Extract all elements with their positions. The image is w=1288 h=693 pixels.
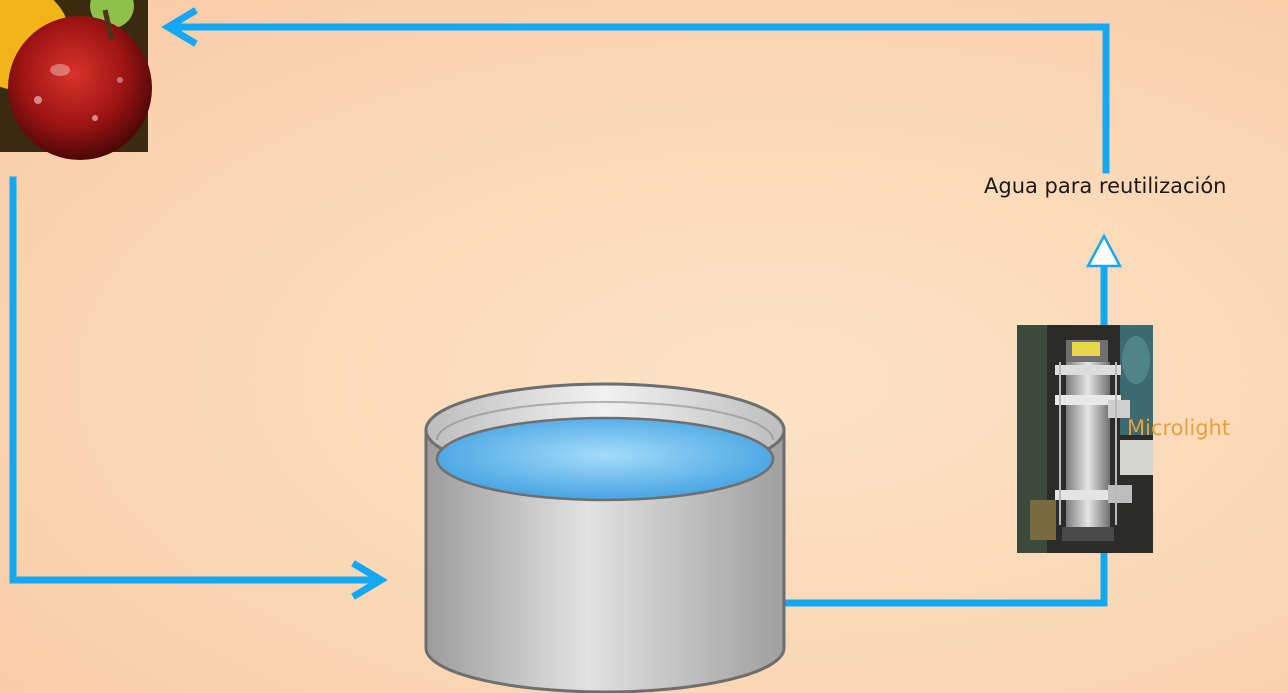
return-line <box>171 23 1110 174</box>
tank-inlet-arrowhead <box>351 560 388 600</box>
fruit-to-tank-line <box>9 176 379 584</box>
water-tank-icon <box>424 382 786 693</box>
tank-outlet-line <box>779 548 1108 607</box>
reuse-water-label: Agua para reutilización <box>984 174 1227 198</box>
fruit-photo-icon <box>0 0 152 160</box>
uv-reactor-photo-icon <box>1017 325 1153 553</box>
flow-lines <box>9 7 1110 607</box>
return-arrowhead <box>161 7 198 47</box>
hollow-up-arrow-icon <box>1085 233 1123 268</box>
microlight-label: Microlight <box>1127 416 1231 440</box>
